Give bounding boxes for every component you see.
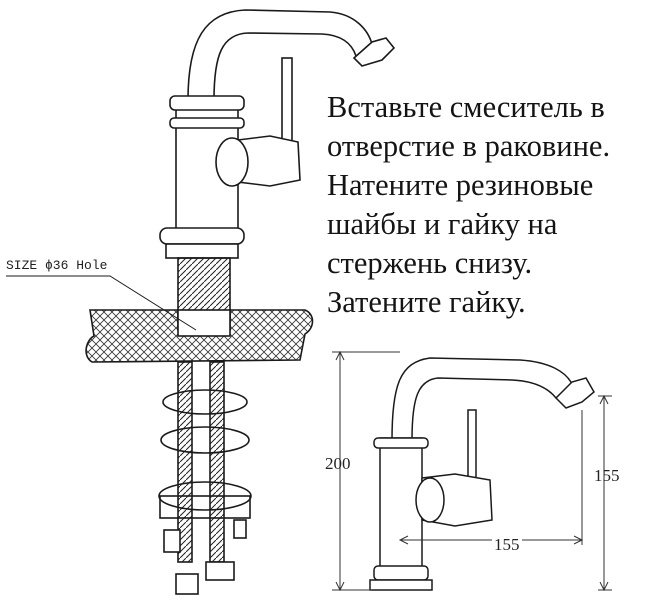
threaded-shank xyxy=(177,257,231,319)
faucet-spout xyxy=(187,9,373,101)
hole-size-label: SIZE ϕ36 Hole xyxy=(6,258,108,273)
spout-nozzle xyxy=(352,37,396,67)
installation-instruction: Вставьте смеситель в отверстие в раковин… xyxy=(327,88,657,322)
instruction-line: шайбы и гайку на xyxy=(327,207,558,241)
instruction-line: Вставьте смеситель в xyxy=(327,90,605,124)
faucet-handle xyxy=(281,57,293,145)
instruction-line: Затените гайку. xyxy=(327,285,526,319)
mounting-nut xyxy=(158,481,252,511)
instruction-line: отверстие в раковине. xyxy=(327,129,611,163)
dimension-spout-height-label: 155 xyxy=(594,466,620,485)
instruction-line: Натените резиновые xyxy=(327,168,594,202)
rubber-washer xyxy=(162,389,248,415)
instruction-line: стержень снизу. xyxy=(327,246,533,280)
dimension-reach-label: 155 xyxy=(492,535,522,555)
dimension-height-label: 200 xyxy=(325,454,351,473)
